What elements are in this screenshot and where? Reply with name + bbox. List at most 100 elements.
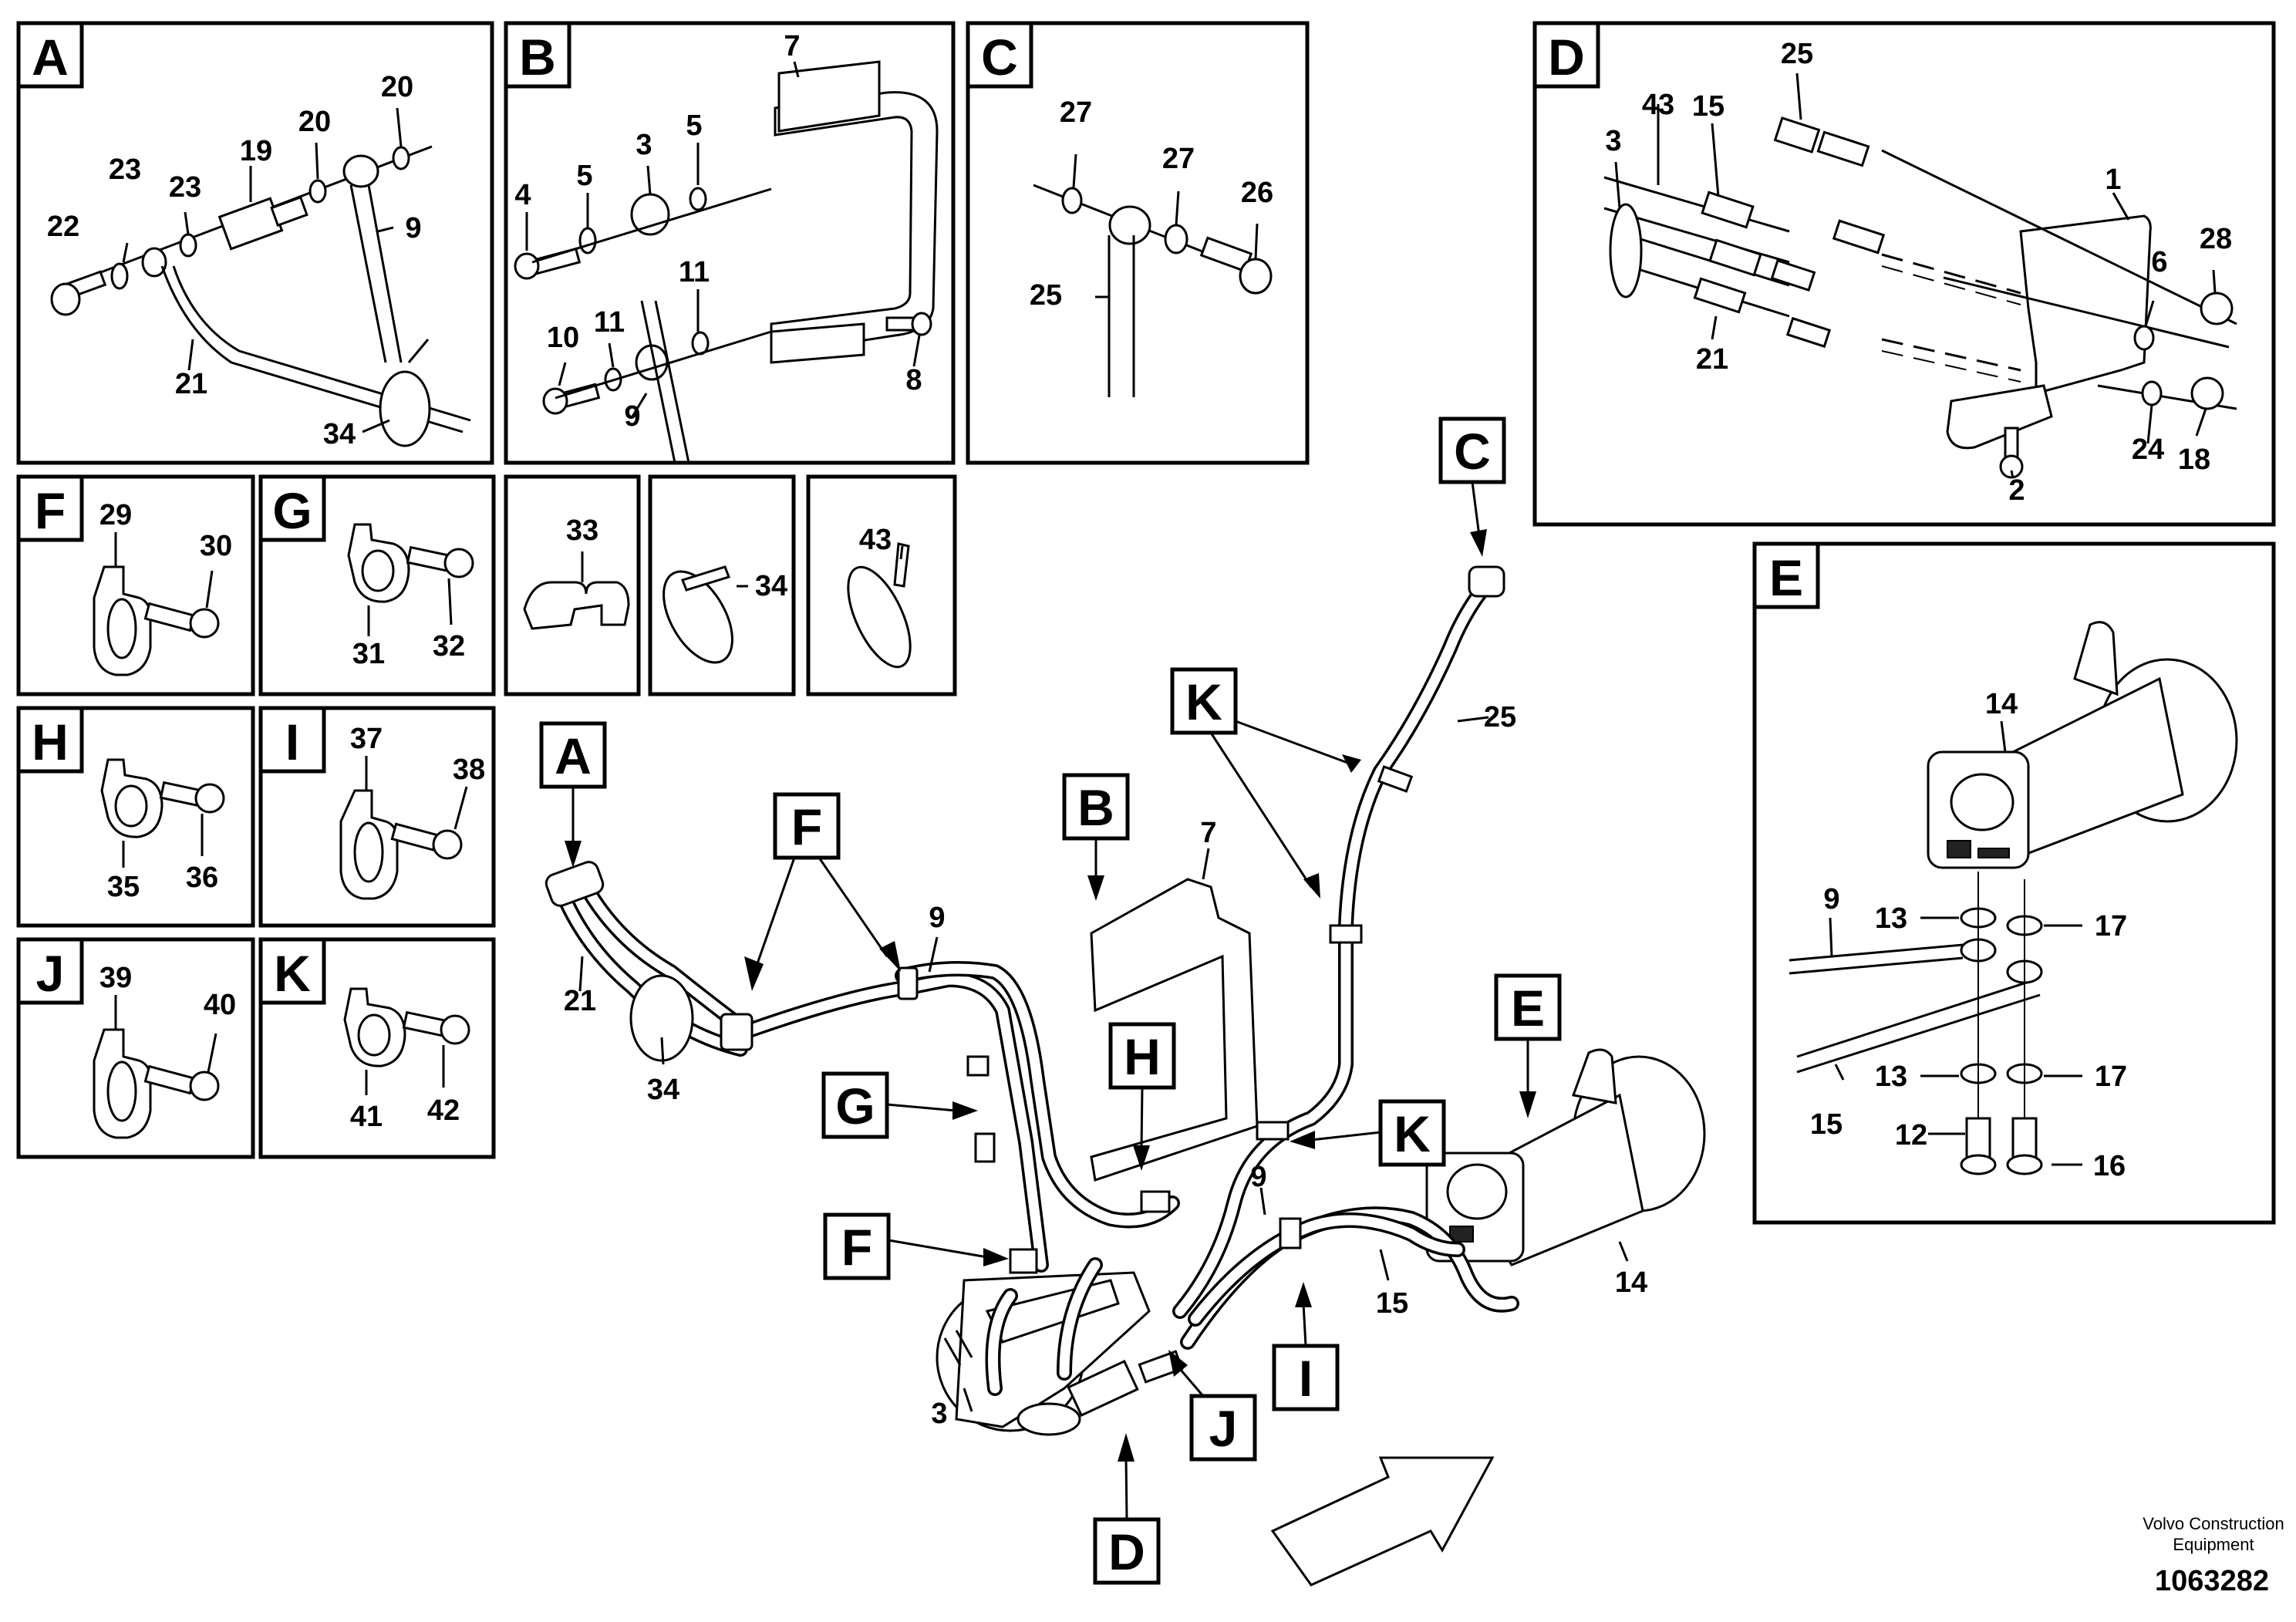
part-label: 15: [1376, 1287, 1408, 1320]
part-label: 24: [2132, 433, 2164, 466]
panel-letter-j: J: [36, 945, 65, 1002]
part-label: 13: [1875, 1061, 1907, 1093]
part-label: 36: [186, 862, 218, 894]
part-label: 19: [240, 135, 272, 167]
detail-panel-i: I 37 38: [258, 706, 496, 928]
part-label: 20: [298, 106, 331, 138]
part-label: 27: [1060, 96, 1092, 129]
part-label: 21: [175, 368, 207, 400]
part-label: 12: [1895, 1119, 1927, 1152]
callout-a: A: [539, 721, 607, 868]
part-label: 21: [564, 985, 596, 1017]
detail-panel-h: H 35 36: [16, 706, 255, 928]
callout-g: G: [821, 1071, 978, 1139]
svg-text:B: B: [1077, 779, 1114, 836]
panel-letter-e: E: [1769, 549, 1803, 606]
main-assembly: [544, 565, 1706, 1436]
part-label: 28: [2200, 223, 2232, 255]
part-label: 6: [2151, 246, 2167, 278]
svg-text:I: I: [1299, 1350, 1313, 1407]
callout-k-right: K: [1290, 1099, 1446, 1167]
svg-text:E: E: [1511, 980, 1545, 1037]
part-label: 9: [1823, 883, 1839, 916]
part-label: 25: [1030, 279, 1062, 312]
part-label: 34: [647, 1074, 679, 1106]
svg-text:G: G: [835, 1077, 875, 1135]
panel-letter-a: A: [32, 29, 69, 86]
callout-h: H: [1108, 1022, 1176, 1171]
part-label: 7: [1200, 817, 1216, 849]
part-label: 25: [1484, 701, 1516, 733]
svg-text:K: K: [1185, 673, 1222, 730]
part-label: 9: [1250, 1161, 1266, 1193]
part-label: 20: [381, 71, 413, 103]
part-label: 29: [99, 499, 132, 531]
panel-letter-h: H: [32, 713, 69, 771]
part-label: 3: [636, 129, 652, 161]
direction-arrow-icon: [1270, 1456, 1495, 1587]
detail-panel-j: J 39 40: [16, 937, 255, 1159]
svg-text:C: C: [1454, 423, 1491, 480]
main-part-labels: 21 34 9 7 25 9 15 14 3: [564, 701, 1647, 1430]
part-label: 23: [169, 171, 201, 204]
part-label: 37: [350, 723, 383, 755]
part-label: 5: [576, 160, 592, 192]
svg-text:D: D: [1108, 1523, 1145, 1580]
svg-text:F: F: [841, 1219, 872, 1276]
footer: Volvo Construction Equipment 1063282: [2143, 1514, 2284, 1597]
part-label: 3: [931, 1398, 947, 1430]
part-label: 1: [2105, 164, 2121, 196]
part-label: 14: [1985, 688, 2018, 720]
part-label: 7: [784, 30, 800, 62]
part-label: 40: [204, 989, 236, 1021]
part-label: 34: [323, 418, 356, 450]
svg-text:F: F: [791, 798, 822, 855]
part-label: 33: [566, 514, 598, 547]
panel-letter-c: C: [981, 29, 1018, 86]
callout-d: D: [1093, 1433, 1161, 1585]
part-label: 9: [929, 902, 945, 934]
callout-f-top: F: [744, 792, 901, 991]
callout-c: C: [1438, 416, 1506, 557]
part-label: 8: [905, 364, 922, 396]
svg-text:K: K: [1394, 1105, 1431, 1162]
part-label: 2: [2008, 474, 2025, 507]
part-label: 25: [1781, 38, 1813, 70]
detail-panel-33: 33: [504, 474, 641, 696]
panel-letter-i: I: [285, 713, 299, 771]
drawing-number: 1063282: [2155, 1565, 2269, 1597]
svg-text:A: A: [555, 727, 592, 784]
callout-k-top: K: [1170, 667, 1361, 899]
part-label: 22: [47, 211, 79, 243]
part-label: 17: [2095, 910, 2127, 943]
part-label: 23: [109, 153, 141, 186]
company-line-1: Volvo Construction: [2143, 1514, 2284, 1533]
detail-panel-b: B 7 3 5 5 4 11 11 10 9 8: [504, 21, 956, 465]
panel-letter-b: B: [519, 29, 556, 86]
detail-panel-f: F 29 30: [16, 474, 255, 696]
panel-letter-k: K: [274, 945, 311, 1002]
part-label: 9: [624, 400, 640, 433]
part-label: 10: [547, 322, 579, 354]
part-label: 34: [755, 570, 787, 602]
part-label: 16: [2093, 1150, 2126, 1182]
part-label: 4: [514, 179, 531, 211]
part-label: 18: [2178, 443, 2210, 476]
callout-b: B: [1062, 773, 1130, 901]
part-label: 5: [686, 110, 702, 142]
part-label: 41: [350, 1101, 383, 1133]
part-label: 9: [405, 212, 421, 244]
part-label: 42: [427, 1094, 460, 1127]
callout-i: I: [1272, 1282, 1340, 1411]
part-label: 21: [1696, 343, 1728, 376]
company-line-2: Equipment: [2173, 1535, 2254, 1554]
callout-f-bottom: F: [823, 1212, 1009, 1280]
detail-panel-d: D 25 43 15 3 1 28 6: [1532, 21, 2276, 527]
detail-panel-43: 43: [806, 474, 957, 696]
panel-letter-f: F: [35, 482, 66, 539]
callout-e: E: [1494, 973, 1562, 1118]
panel-letter-g: G: [272, 482, 312, 539]
part-label: 35: [107, 871, 140, 903]
part-label: 26: [1241, 177, 1273, 209]
